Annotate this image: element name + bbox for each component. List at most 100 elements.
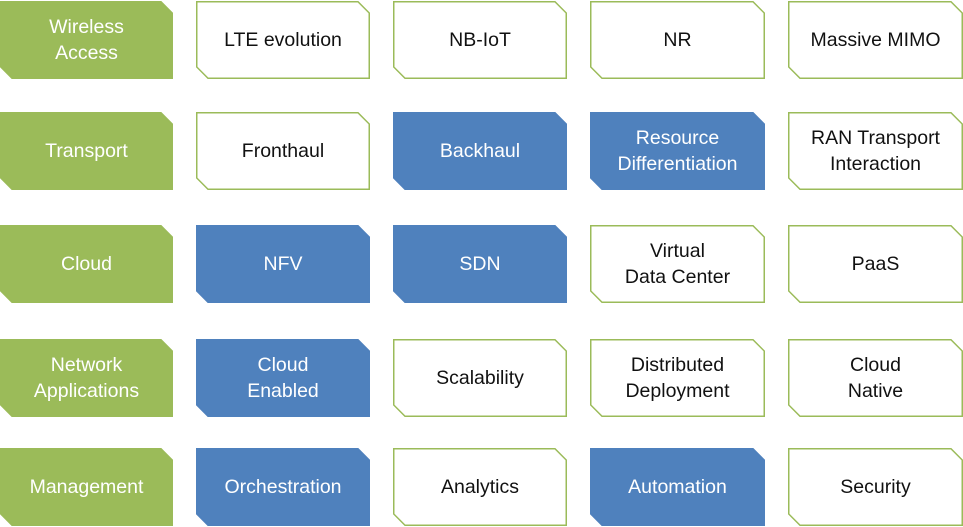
snipped-box-shape (0, 448, 173, 526)
snipped-box-shape (788, 112, 963, 190)
category-label: Management (29, 476, 144, 498)
technology-label: LTE evolution (224, 29, 342, 51)
box-outline (196, 225, 370, 303)
box-outline (0, 225, 173, 303)
technology-label: NFV (263, 253, 303, 275)
technology-box: Fronthaul (196, 112, 370, 190)
box-outline (0, 448, 173, 526)
snipped-box-shape (393, 339, 567, 417)
technology-box: Backhaul (393, 112, 567, 190)
category-label-box: Cloud (0, 225, 173, 303)
technology-label: Backhaul (439, 140, 521, 162)
technology-label: Automation (628, 476, 727, 498)
technology-label: Analytics (440, 476, 520, 498)
technology-label: Cloud Native (847, 354, 904, 402)
category-label-box: Transport (0, 112, 173, 190)
row-wireless-access: Wireless Access LTE evolution NB-IoT NR Mass… (0, 1, 963, 79)
technology-box: Distributed Deployment (590, 339, 765, 417)
technology-box: Massive MIMO (788, 1, 963, 79)
snipped-box-shape (590, 1, 765, 79)
technology-box: Scalability (393, 339, 567, 417)
technology-box: PaaS (788, 225, 963, 303)
row-network-applications: Network Applications Cloud Enabled Scalabi… (0, 339, 963, 417)
technology-label: NR (663, 29, 692, 51)
technology-box: Virtual Data Center (590, 225, 765, 303)
box-outline (196, 112, 370, 190)
snipped-box-shape (196, 339, 370, 417)
snipped-box-shape (590, 339, 765, 417)
box-outline (0, 339, 173, 417)
technology-box: NR (590, 1, 765, 79)
snipped-box-shape (0, 112, 173, 190)
technology-label: Distributed Deployment (625, 354, 730, 402)
box-outline (196, 339, 370, 417)
technology-box: Orchestration (196, 448, 370, 526)
box-outline (393, 1, 567, 79)
box-outline (196, 448, 370, 526)
snipped-box-shape (393, 112, 567, 190)
box-outline (590, 339, 765, 417)
technology-label: Virtual Data Center (624, 240, 731, 288)
category-label: Network Applications (33, 354, 140, 402)
row-transport: Transport Fronthaul Backhaul Resource Diffe… (0, 112, 963, 190)
category-label-box: Network Applications (0, 339, 173, 417)
category-label: Wireless Access (49, 16, 124, 64)
snipped-box-shape (788, 448, 963, 526)
technology-label: Fronthaul (241, 140, 325, 162)
row-cloud: Cloud NFV SDN Virtual Data Center PaaS (0, 225, 963, 303)
category-label: Transport (45, 140, 128, 162)
snipped-box-shape (393, 448, 567, 526)
snipped-box-shape (590, 112, 765, 190)
technology-label: PaaS (851, 253, 900, 275)
technology-box: Cloud Native (788, 339, 963, 417)
snipped-box-shape (0, 1, 173, 79)
technology-label: RAN Transport Interaction (811, 127, 940, 175)
technology-label: SDN (459, 253, 501, 275)
technology-label: NB-IoT (449, 29, 511, 51)
row-management: Management Orchestration Analytics Automati… (0, 448, 963, 526)
technology-label: Orchestration (224, 476, 342, 498)
box-outline (0, 1, 173, 79)
box-outline (590, 112, 765, 190)
technology-box: Security (788, 448, 963, 526)
snipped-box-shape (393, 225, 567, 303)
category-label-box: Wireless Access (0, 1, 173, 79)
snipped-box-shape (196, 112, 370, 190)
technology-label: Cloud Enabled (247, 354, 319, 402)
technology-box: Cloud Enabled (196, 339, 370, 417)
box-outline (788, 225, 963, 303)
box-outline (196, 1, 370, 79)
box-outline (393, 339, 567, 417)
technology-box: Resource Differentiation (590, 112, 765, 190)
technology-label: Security (840, 476, 911, 498)
box-outline (590, 225, 765, 303)
snipped-box-shape (590, 225, 765, 303)
category-label: Cloud (61, 253, 112, 275)
box-outline (788, 339, 963, 417)
box-outline (0, 112, 173, 190)
snipped-box-shape (788, 225, 963, 303)
technology-box: NB-IoT (393, 1, 567, 79)
box-outline (590, 448, 765, 526)
technology-box: RAN Transport Interaction (788, 112, 963, 190)
box-outline (393, 448, 567, 526)
snipped-box-shape (0, 339, 173, 417)
snipped-box-shape (196, 1, 370, 79)
box-outline (393, 225, 567, 303)
technology-box: LTE evolution (196, 1, 370, 79)
box-outline (590, 1, 765, 79)
technology-box: NFV (196, 225, 370, 303)
snipped-box-shape (788, 1, 963, 79)
category-label-box: Management (0, 448, 173, 526)
box-outline (788, 112, 963, 190)
box-outline (788, 448, 963, 526)
technology-box: Automation (590, 448, 765, 526)
snipped-box-shape (196, 448, 370, 526)
snipped-box-shape (590, 448, 765, 526)
technology-box: Analytics (393, 448, 567, 526)
snipped-box-shape (196, 225, 370, 303)
snipped-box-shape (0, 225, 173, 303)
box-outline (788, 1, 963, 79)
technology-label: Massive MIMO (810, 29, 941, 51)
